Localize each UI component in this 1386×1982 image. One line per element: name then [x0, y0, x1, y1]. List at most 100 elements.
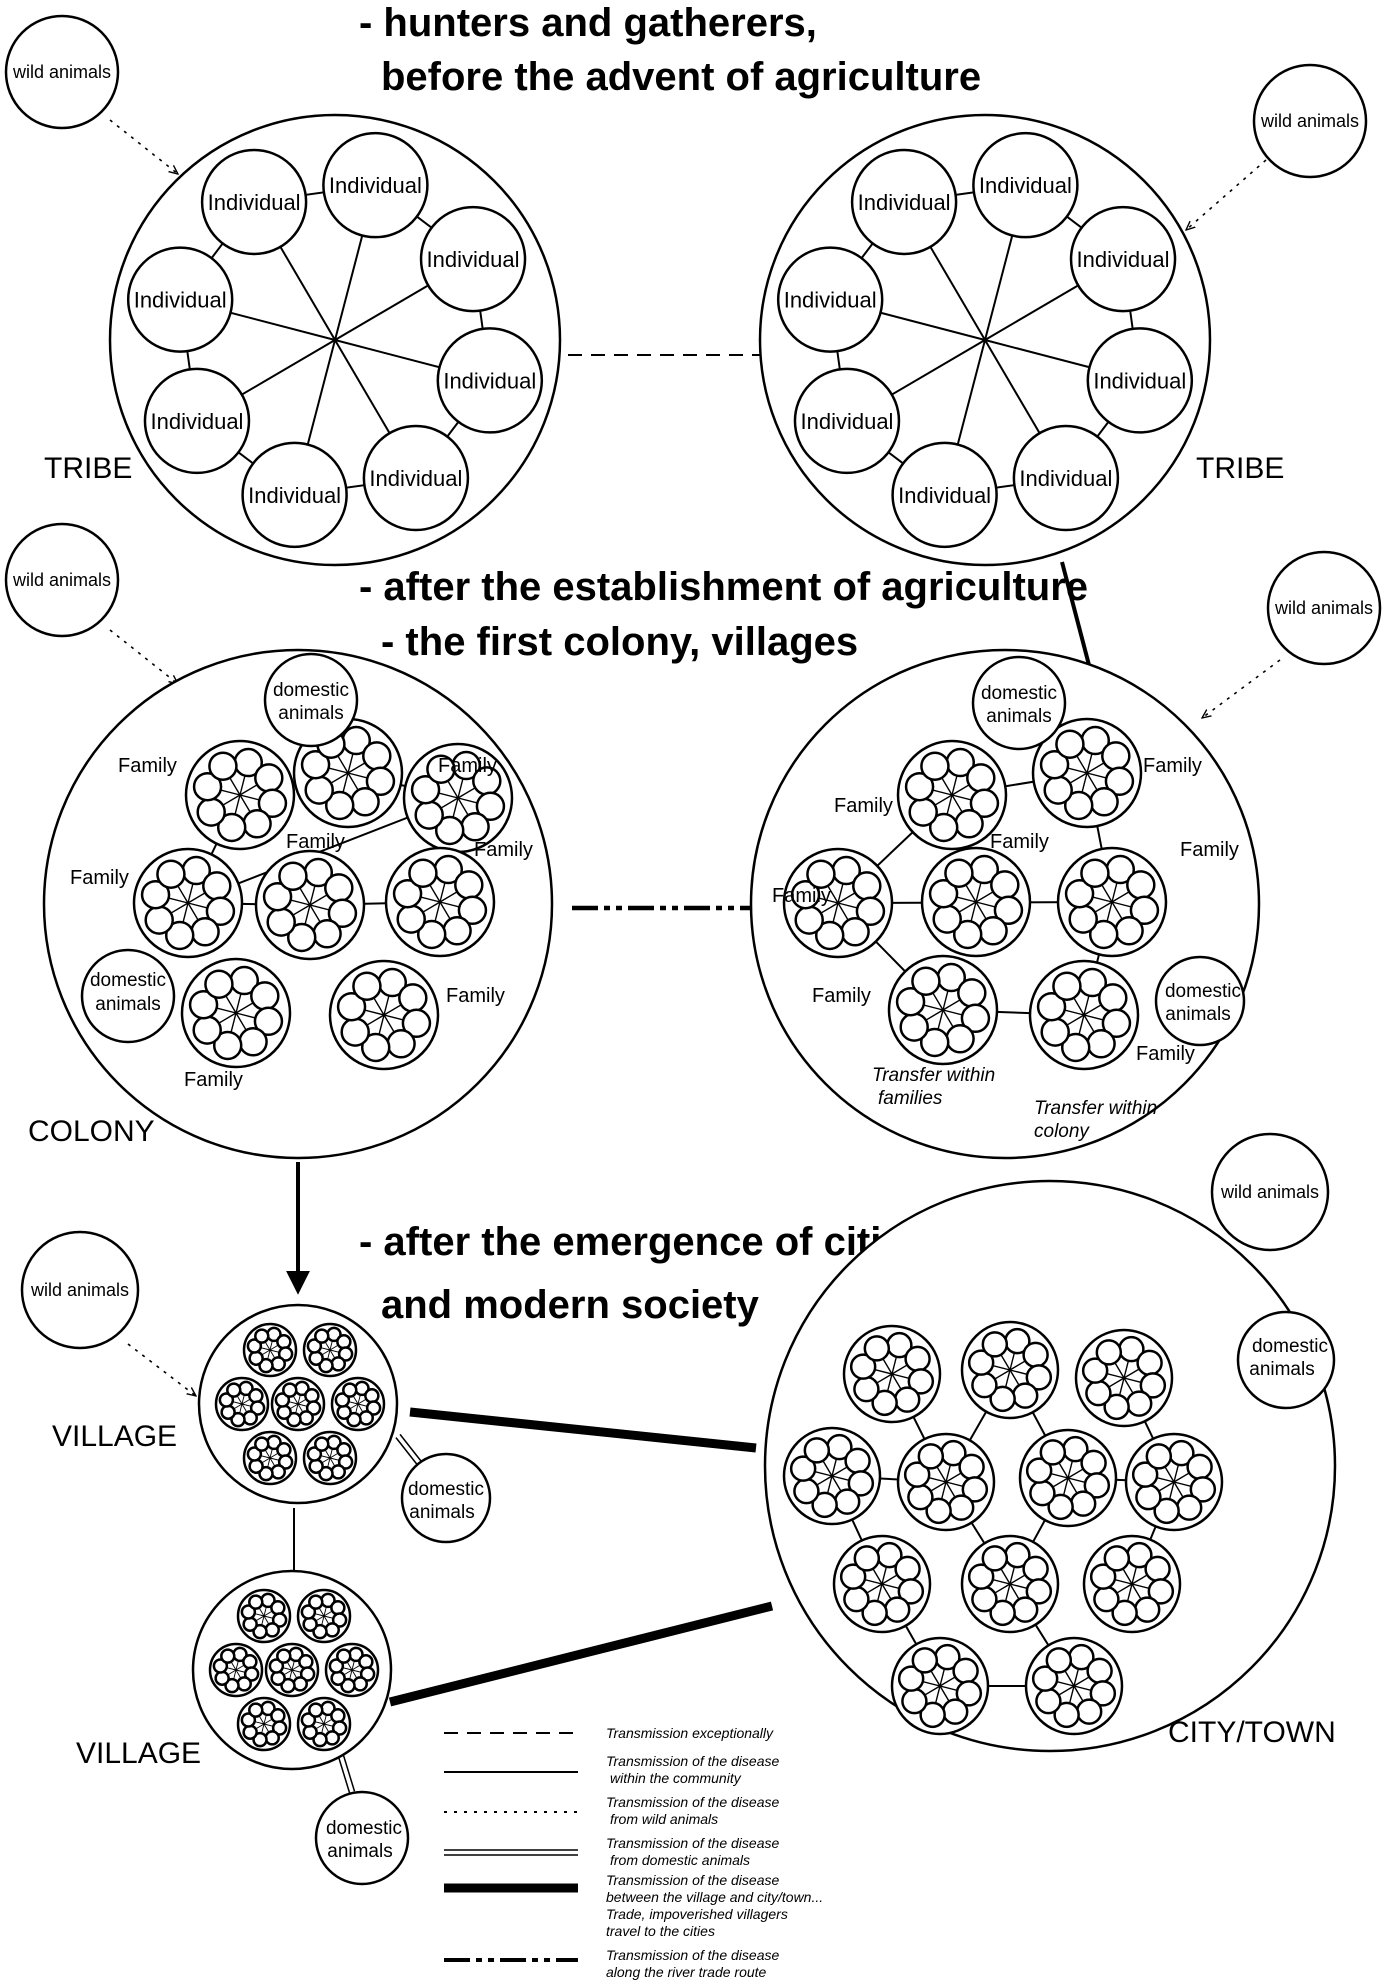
member-circle [1035, 1687, 1062, 1715]
domestic-text: animals [986, 706, 1051, 727]
member-circle [298, 1654, 314, 1670]
individual-circle [793, 367, 901, 475]
individual-circle [1086, 327, 1194, 434]
member-circle [308, 1594, 324, 1610]
member-circle [262, 881, 293, 912]
member-circle [392, 878, 423, 909]
member-circle [967, 1563, 995, 1590]
legend-exceptional: Transmission exceptionally [606, 1725, 774, 1741]
legend-trade: between the village and city/town... [606, 1889, 823, 1905]
member-circle [202, 871, 232, 901]
transfer-colony-note: Transfer within [1034, 1098, 1157, 1119]
member-circle [337, 1346, 354, 1362]
wild-transmission-line [1202, 659, 1281, 718]
member-circle [257, 788, 288, 819]
tribe-right-label: TRIBE [1196, 452, 1284, 485]
family-label: Family [286, 831, 345, 853]
member-circle [1103, 1393, 1130, 1421]
member-circle [1101, 741, 1131, 771]
member-circle [330, 1600, 346, 1616]
legend-wild: from wild animals [610, 1811, 718, 1827]
member-circle [302, 1724, 318, 1740]
trade-line [409, 1407, 757, 1453]
member-circle [340, 1677, 356, 1694]
member-circle [364, 1388, 380, 1404]
member-circle [220, 1648, 236, 1664]
domestic-text: animals [409, 1502, 474, 1523]
member-circle [1089, 787, 1119, 817]
member-circle [960, 1003, 991, 1034]
member-circle [1040, 1017, 1070, 1047]
member-circle [276, 1648, 292, 1664]
member-circle [907, 1368, 935, 1395]
domestic-text: animals [278, 703, 343, 724]
member-circle [305, 1400, 322, 1416]
member-circle [266, 907, 296, 937]
member-circle [1060, 1032, 1091, 1063]
member-circle [814, 920, 845, 951]
member-circle [911, 1647, 939, 1674]
member-circle [331, 1720, 348, 1736]
member-circle [1089, 1563, 1117, 1590]
family-label: Family [438, 755, 497, 777]
member-circle [276, 1334, 292, 1350]
member-circle [883, 1596, 911, 1623]
member-circle [1043, 775, 1073, 805]
member-circle [236, 1676, 252, 1692]
member-circle [205, 896, 236, 927]
member-circle [945, 1024, 975, 1054]
member-circle [264, 1730, 280, 1746]
legend: Transmission exceptionally Transmission … [444, 1725, 823, 1980]
member-circle [336, 1404, 352, 1420]
member-circle [1052, 971, 1082, 1001]
member-circle [460, 812, 490, 842]
city-label: CITY/TOWN [1168, 1716, 1336, 1749]
individual-label: Individual [150, 409, 243, 434]
village-top-label: VILLAGE [52, 1420, 177, 1453]
member-circle [328, 1658, 345, 1674]
village-top [197, 1303, 399, 1505]
individual-circle [972, 131, 1079, 239]
member-circle [961, 1476, 989, 1503]
member-circle [897, 1578, 925, 1605]
member-circle [426, 754, 456, 784]
member-circle [312, 1731, 328, 1748]
member-circle [1011, 1382, 1039, 1409]
individual-label: Individual [427, 247, 520, 272]
member-circle [359, 1666, 376, 1682]
individual-label: Individual [369, 466, 462, 491]
member-circle [442, 916, 472, 946]
member-circle [277, 1346, 294, 1362]
member-circle [908, 797, 938, 827]
individual-label: Individual [784, 288, 877, 313]
member-circle [340, 1017, 370, 1047]
member-circle [246, 1338, 263, 1354]
individual-label: Individual [979, 173, 1072, 198]
member-circle [833, 1488, 861, 1515]
member-circle [298, 1410, 314, 1426]
member-circle [893, 1386, 921, 1413]
member-circle [457, 895, 488, 926]
member-circle [1064, 878, 1095, 909]
member-circle [254, 1328, 270, 1344]
member-circle [214, 1670, 230, 1686]
member-circle [1063, 790, 1094, 821]
member-circle [454, 870, 484, 900]
member-circle [967, 1349, 995, 1376]
individual-circle [322, 131, 429, 239]
member-circle [248, 1594, 264, 1610]
member-circle [336, 1334, 352, 1350]
domestic-text: domestic [90, 970, 166, 991]
member-circle [1025, 1364, 1053, 1391]
individual-circle [362, 424, 470, 532]
member-circle [903, 1461, 931, 1488]
member-circle [1085, 1379, 1112, 1407]
member-circle [277, 1454, 294, 1470]
member-circle [252, 1623, 268, 1640]
member-circle [410, 774, 441, 805]
member-circle [365, 766, 396, 797]
wild-animals-colony-right: wild animals [1266, 550, 1382, 666]
member-circle [304, 1388, 320, 1404]
member-circle [1053, 1701, 1080, 1729]
